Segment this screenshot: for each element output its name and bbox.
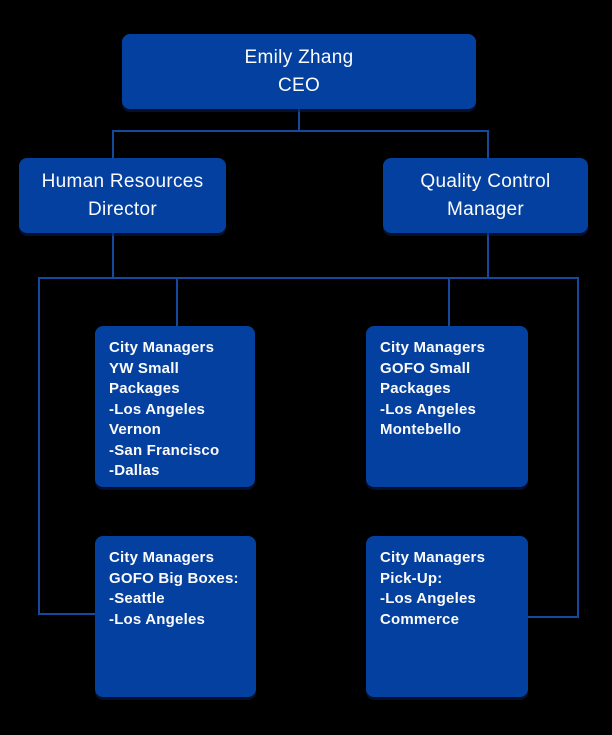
node-ceo: Emily Zhang CEO	[122, 34, 476, 109]
connector-ceo-stub	[298, 109, 300, 132]
node-label-line: -Los Angeles	[380, 590, 477, 607]
connector-bottom-right-hline	[528, 616, 579, 618]
node-qc-manager: Quality Control Manager	[383, 158, 588, 233]
node-label-line: -Los Angeles	[109, 400, 206, 418]
node-label-line: CEO	[277, 74, 321, 96]
node-label-line: -Seattle	[109, 590, 165, 607]
node-label-line: Pick-Up:	[380, 569, 443, 587]
node-label-line: -San Francisco	[109, 441, 220, 459]
node-label-line: YW Small	[109, 359, 179, 377]
connector-level2-hbar	[38, 277, 579, 279]
node-yw-small-packages: City Managers YW Small Packages -Los Ang…	[95, 326, 255, 487]
node-label-line: Vernon	[109, 421, 162, 438]
connector-far-right-vertical	[577, 277, 579, 618]
node-label-line: -Dallas	[109, 462, 160, 479]
connector-right-inner-drop	[448, 277, 450, 326]
node-label-line: GOFO Big Boxes:	[109, 569, 239, 587]
connector-left-inner-drop	[176, 277, 178, 326]
connector-bottom-left-hline	[38, 613, 95, 615]
connector-qc-down	[487, 233, 489, 279]
node-label-line: Quality Control	[420, 170, 551, 192]
connector-qc-drop	[487, 130, 489, 158]
node-label-line: Packages	[109, 380, 180, 397]
node-label-line: Manager	[446, 198, 525, 220]
connector-hr-down	[112, 233, 114, 279]
node-label-line: Director	[88, 198, 157, 220]
node-label-line: Human Resources	[41, 170, 204, 192]
node-gofo-small-packages: City Managers GOFO Small Packages -Los A…	[366, 326, 528, 487]
node-label-line: City Managers	[109, 339, 215, 356]
node-label-line: Commerce	[380, 610, 460, 628]
node-label-line: Emily Zhang	[244, 46, 354, 68]
connector-level1-hbar	[112, 130, 489, 132]
node-label-line: City Managers	[380, 339, 486, 356]
node-label-line: GOFO Small	[380, 359, 471, 377]
node-label-line: City Managers	[380, 549, 486, 566]
connector-hr-drop	[112, 130, 114, 158]
node-label-line: Montebello	[380, 421, 462, 438]
node-gofo-big-boxes: City Managers GOFO Big Boxes: -Seattle -…	[95, 536, 256, 697]
node-label-line: Packages	[380, 380, 451, 397]
node-label-line: City Managers	[109, 549, 215, 566]
connector-far-left-vertical	[38, 277, 40, 615]
node-label-line: -Los Angeles	[380, 400, 477, 418]
node-label-line: -Los Angeles	[109, 610, 206, 628]
node-pickup: City Managers Pick-Up: -Los Angeles Comm…	[366, 536, 528, 697]
node-hr-director: Human Resources Director	[19, 158, 226, 233]
